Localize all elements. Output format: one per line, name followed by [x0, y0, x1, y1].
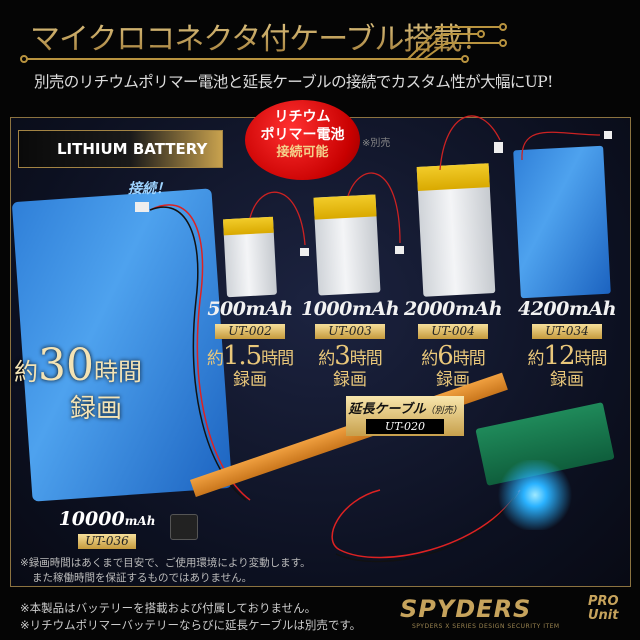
model-code: UT-036: [78, 534, 136, 549]
connector-glow-decoration: [490, 460, 580, 530]
model-code: UT-034: [532, 324, 602, 339]
model-code: UT-020: [366, 419, 444, 434]
camera-module-image: [170, 514, 198, 540]
battery-leads-decoration: [249, 115, 612, 256]
connect-label: 接続！: [128, 181, 170, 197]
circuit-lines-decoration: [20, 23, 507, 63]
battery-caption-1000: 1000mAh UT-003 約3時間 録画: [300, 298, 400, 390]
battery-caption-500: 500mAh UT-002 約1.5時間 録画: [206, 298, 294, 390]
recording-time-note: ※録画時間はあくまで目安で、ご使用環境により変動します。また稼働時間を保証するも…: [20, 557, 311, 584]
big-battery-caption: 10000mAh UT-036: [58, 508, 156, 549]
model-code: UT-003: [315, 324, 385, 339]
extension-cable-label: 延長ケーブル（別売） UT-020: [346, 396, 464, 436]
model-code: UT-002: [215, 324, 285, 339]
lithium-connect-badge: リチウムポリマー電池接続可能: [245, 100, 360, 180]
subtitle: 別売のリチウムポリマー電池と延長ケーブルの接続でカスタム性が大幅にUP!: [34, 73, 553, 91]
footer-notes: ※本製品はバッテリーを搭載および付属しておりません。※リチウムポリマーバッテリー…: [20, 601, 362, 632]
battery-caption-4200: 4200mAh UT-034 約12時間 録画: [517, 298, 617, 390]
section-label: LITHIUM BATTERY: [18, 130, 223, 168]
battery-caption-2000: 2000mAh UT-004 約6時間 録画: [403, 298, 503, 390]
big-battery-time: 約30時間: [14, 340, 142, 391]
model-code: UT-004: [418, 324, 488, 339]
sold-separately-note: ※別売: [362, 138, 391, 149]
big-battery-rec: 録画: [70, 394, 123, 424]
